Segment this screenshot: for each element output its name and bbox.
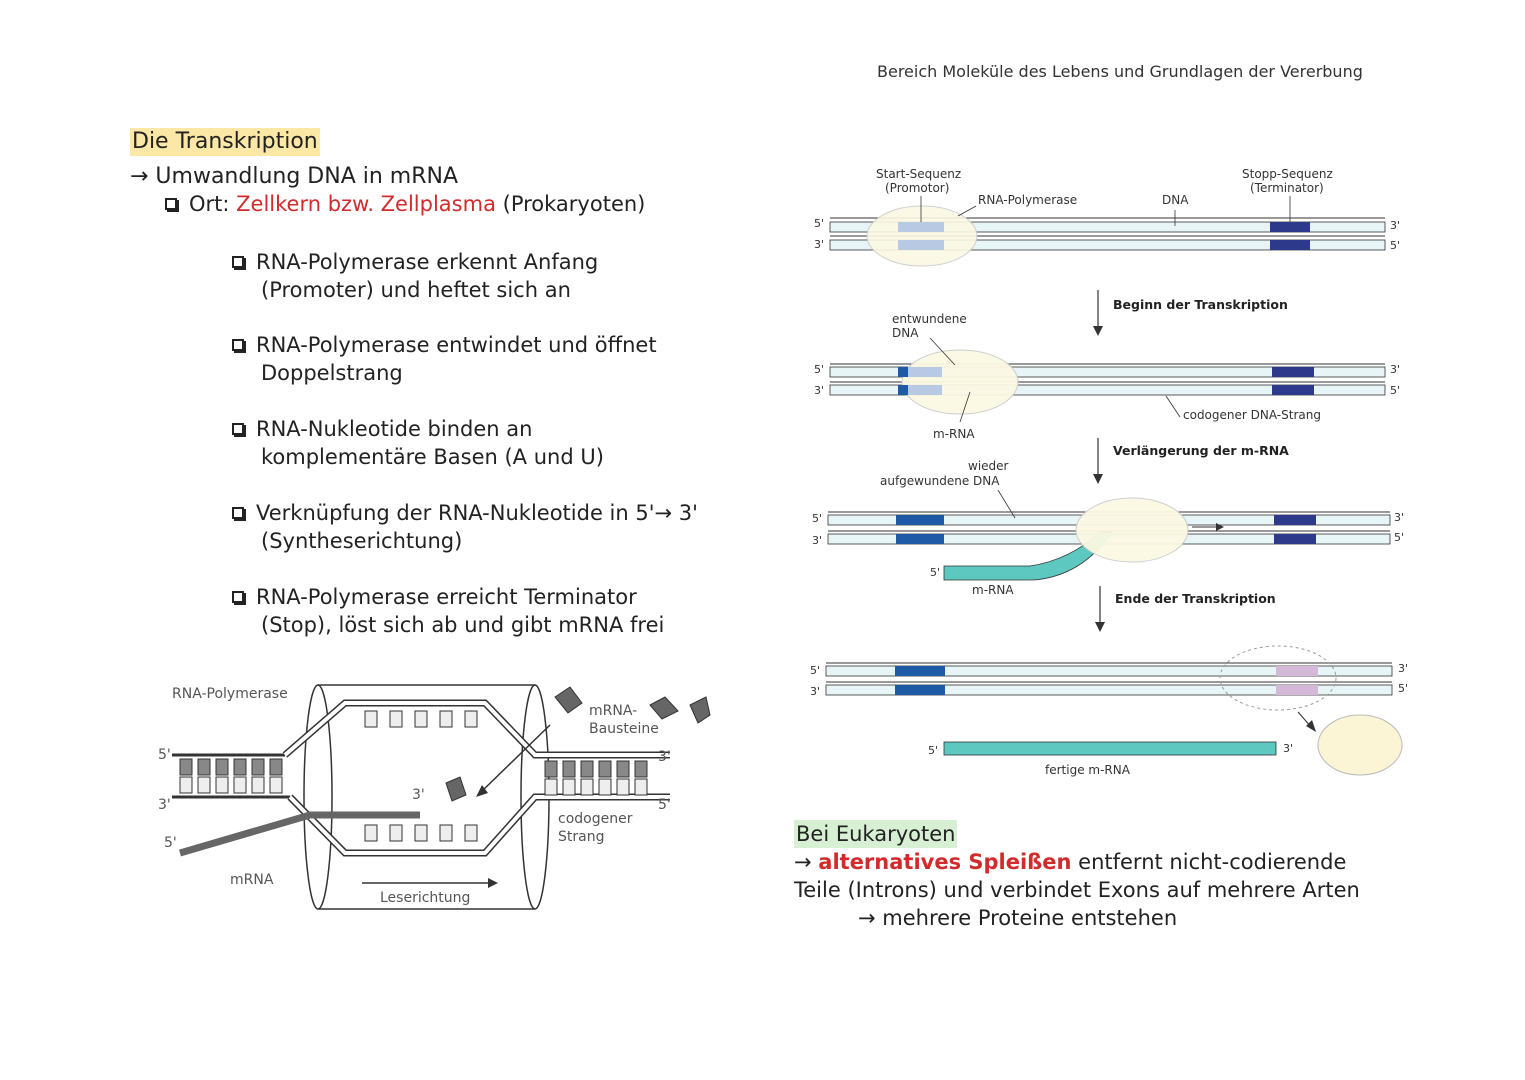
eukaryoten-heading: Bei Eukaryoten xyxy=(794,820,958,848)
label-entwundene: entwundene xyxy=(892,312,967,326)
arrow-down-icon xyxy=(1095,622,1105,632)
s4-three-r: 3' xyxy=(1398,662,1408,675)
arrow-down-icon xyxy=(1093,474,1103,484)
eukaryoten-rest: entfernt nicht-codierende xyxy=(1071,850,1347,874)
location-suffix: (Prokaryoten) xyxy=(495,192,646,216)
s3-five: 5' xyxy=(812,512,822,525)
label-five-prime: 5' xyxy=(158,747,171,763)
s1-five-r: 5' xyxy=(1390,239,1400,252)
step-item: RNA-Polymerase entwindet und öffnet Dopp… xyxy=(232,331,657,387)
label-dna: DNA xyxy=(1162,193,1189,207)
checkbox-icon xyxy=(232,423,244,435)
step-item: RNA-Polymerase erkennt Anfang (Promoter)… xyxy=(232,248,598,304)
label-mrna-bausteine-1: mRNA- xyxy=(589,703,637,719)
s4-five-mrna: 5' xyxy=(928,744,938,757)
step-item: RNA-Polymerase erreicht Terminator (Stop… xyxy=(232,583,664,639)
label-mrna-s2: m-RNA xyxy=(933,427,975,441)
s2-five-r: 5' xyxy=(1390,384,1400,397)
definition-line: → Umwandlung DNA in mRNA xyxy=(130,164,459,189)
step-item: Verknüpfung der RNA-Nukleotide in 5'→ 3'… xyxy=(232,499,698,555)
page-header: Bereich Moleküle des Lebens und Grundlag… xyxy=(877,62,1363,81)
label-three-prime: 3' xyxy=(158,797,171,813)
label-codogener-1: codogener xyxy=(558,811,633,827)
label-rna-polymerase: RNA-Polymerase xyxy=(978,193,1077,207)
label-ende: Ende der Transkription xyxy=(1115,591,1276,606)
s3-three-r: 3' xyxy=(1394,511,1404,524)
step-line1: Verknüpfung der RNA-Nukleotide in 5'→ 3' xyxy=(256,501,698,525)
s1-three: 3' xyxy=(814,238,824,251)
s3-five-r: 5' xyxy=(1394,531,1404,544)
stage-2: 5' 3' 3' 5' entwundene DNA m-RNA codogen… xyxy=(814,312,1400,441)
s3-three: 3' xyxy=(812,534,822,547)
step-item: RNA-Nukleotide binden an komplementäre B… xyxy=(232,415,604,471)
label-promotor: (Promotor) xyxy=(885,181,949,195)
location-line: Ort: Zellkern bzw. Zellplasma (Prokaryot… xyxy=(165,192,645,216)
transcription-process-diagram: 5' 3' 3' 5' Start-Sequenz (Promotor) RNA… xyxy=(810,167,1408,777)
label-dna-2: DNA xyxy=(892,326,919,340)
s4-five-r: 5' xyxy=(1398,682,1408,695)
step-line2: (Stop), löst sich ab und gibt mRNA frei xyxy=(261,613,665,637)
s3-five-mrna: 5' xyxy=(930,566,940,579)
label-start-sequenz: Start-Sequenz xyxy=(876,167,961,181)
label-mrna-s3: m-RNA xyxy=(972,583,1014,597)
label-wieder: wieder xyxy=(968,459,1009,473)
s2-three-r: 3' xyxy=(1390,363,1400,376)
label-codogener-2: Strang xyxy=(558,829,604,845)
eukaryoten-line3: → mehrere Proteine entstehen xyxy=(858,906,1178,930)
s4-three-mrna: 3' xyxy=(1283,742,1293,755)
step-line1: RNA-Polymerase entwindet und öffnet xyxy=(256,333,657,357)
stage-3: 5' 3' 3' 5' 5' wieder aufgewundene DNA m… xyxy=(812,459,1404,597)
arrow-down-icon xyxy=(1093,326,1103,336)
label-mrna: mRNA xyxy=(230,872,274,888)
eukaryoten-line2: Teile (Introns) und verbindet Exons auf … xyxy=(794,878,1360,902)
s2-five: 5' xyxy=(814,363,824,376)
label-three-prime-center: 3' xyxy=(412,787,425,803)
label-three-prime-right: 3' xyxy=(658,749,671,765)
eukaryoten-arrow: → xyxy=(794,850,819,874)
transcription-bubble-diagram: RNA-Polymerase 3' 5' 3' 5' 3' 5' mRNA- xyxy=(158,684,711,910)
eukaryoten-red: alternatives Spleißen xyxy=(818,850,1072,874)
checkbox-icon xyxy=(232,591,244,603)
s1-five: 5' xyxy=(814,217,824,230)
leserichtung-arrow-icon xyxy=(488,878,498,888)
checkbox-icon xyxy=(232,507,244,519)
step-line2: (Promoter) und heftet sich an xyxy=(261,278,571,302)
s2-three: 3' xyxy=(814,384,824,397)
checkbox-icon xyxy=(165,198,177,210)
s1-three-r: 3' xyxy=(1390,219,1400,232)
label-fertige-mrna: fertige m-RNA xyxy=(1045,763,1131,777)
s4-five: 5' xyxy=(810,664,820,677)
label-rna-polymerase: RNA-Polymerase xyxy=(172,686,288,702)
checkbox-icon xyxy=(232,339,244,351)
label-verlaengerung: Verlängerung der m-RNA xyxy=(1113,443,1289,458)
label-stopp-sequenz: Stopp-Sequenz xyxy=(1242,167,1333,181)
step-line2: Doppelstrang xyxy=(261,361,403,385)
page-title: Die Transkription xyxy=(130,128,320,156)
step-line1: RNA-Polymerase erreicht Terminator xyxy=(256,585,637,609)
label-codogener: codogener DNA-Strang xyxy=(1183,408,1321,422)
location-red: Zellkern bzw. Zellplasma xyxy=(236,192,496,216)
label-five-prime-right: 5' xyxy=(658,797,671,813)
label-mrna-bausteine-2: Bausteine xyxy=(589,721,659,737)
label-beginn: Beginn der Transkription xyxy=(1113,297,1288,312)
label-aufgewundene: aufgewundene DNA xyxy=(880,474,1000,488)
eukaryoten-line1: → alternatives Spleißen entfernt nicht-c… xyxy=(794,848,1346,876)
stage-4: 5' 3' 3' 5' 5' 3' fertige m-RNA xyxy=(810,645,1408,777)
label-terminator: (Terminator) xyxy=(1250,181,1324,195)
step-line1: RNA-Nukleotide binden an xyxy=(256,417,533,441)
step-line1: RNA-Polymerase erkennt Anfang xyxy=(256,250,599,274)
s4-three: 3' xyxy=(810,685,820,698)
location-prefix: Ort: xyxy=(189,192,237,216)
checkbox-icon xyxy=(232,256,244,268)
step-line2: komplementäre Basen (A und U) xyxy=(261,445,604,469)
stage-1: 5' 3' 3' 5' Start-Sequenz (Promotor) RNA… xyxy=(814,167,1400,267)
label-leserichtung: Leserichtung xyxy=(380,890,470,906)
label-five-prime-mrna: 5' xyxy=(164,835,177,851)
step-line2: (Syntheserichtung) xyxy=(261,529,463,553)
